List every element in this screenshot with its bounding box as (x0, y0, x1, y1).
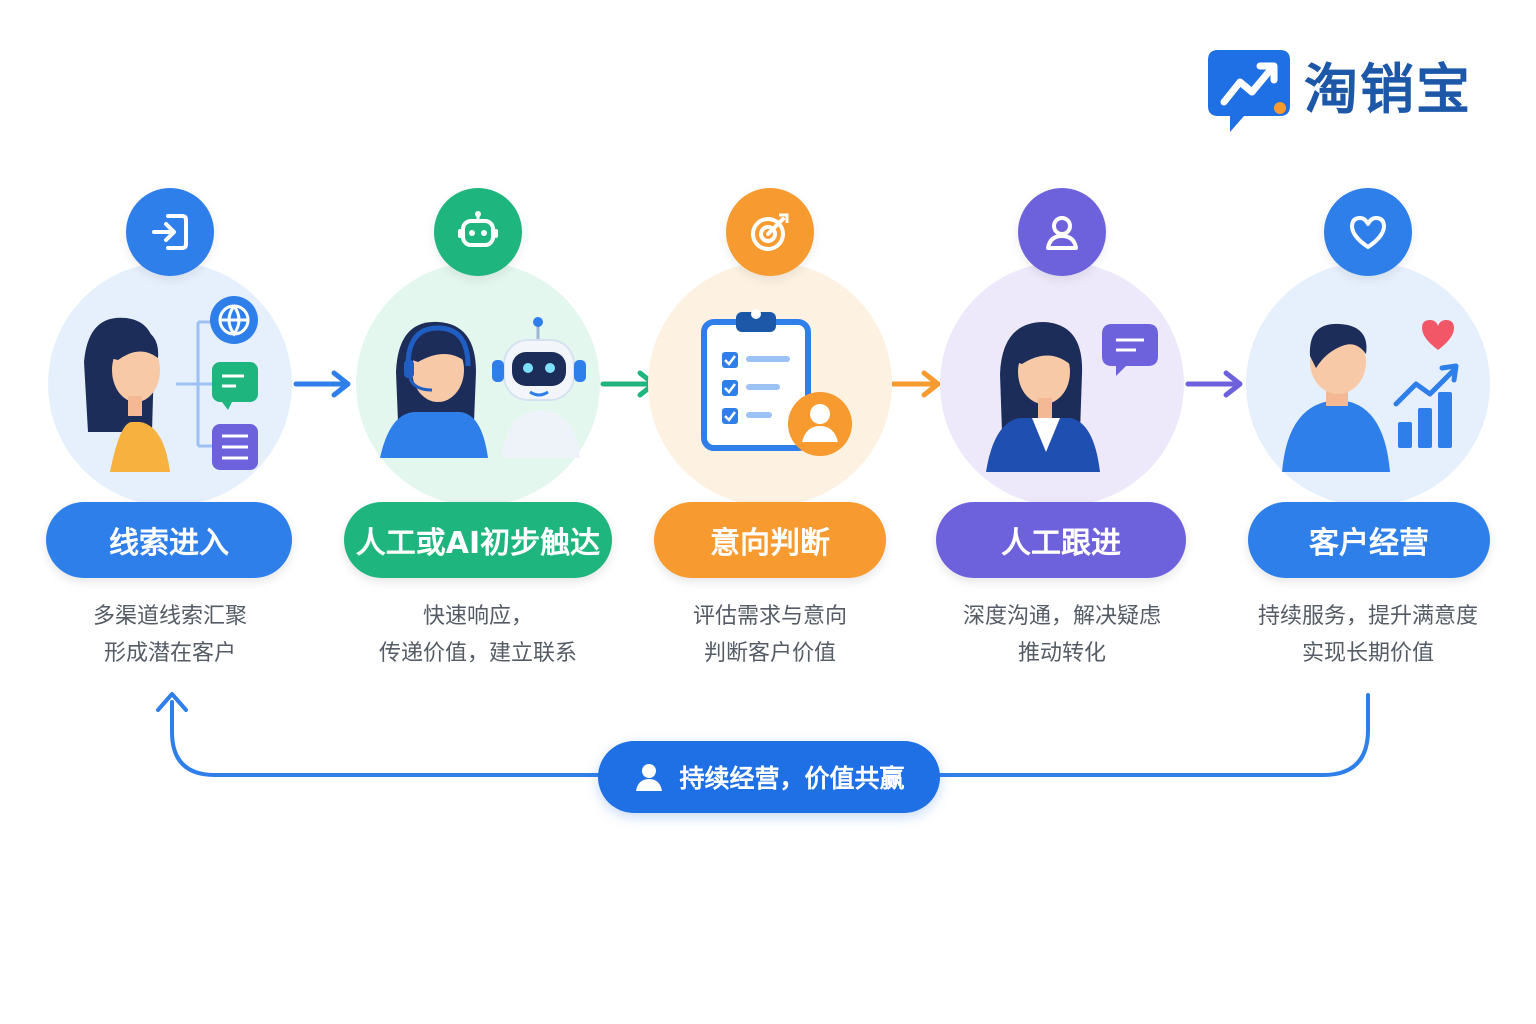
loop-badge: 持续经营，价值共赢 (598, 741, 940, 813)
flow-arrow-1 (293, 370, 351, 398)
consultant-illustration (986, 322, 1158, 472)
stage-halo (1246, 262, 1490, 506)
user-icon (1018, 188, 1106, 276)
clipboard-illustration (701, 309, 852, 456)
stage-title-pill: 意向判断 (654, 502, 886, 578)
loop-label: 持续经营，价值共赢 (679, 764, 905, 793)
stage-title-pill: 人工跟进 (936, 502, 1186, 578)
target-icon (726, 188, 814, 276)
stage-halo (648, 262, 892, 506)
stage-halo (940, 262, 1184, 506)
stage-customer-management: 客户经营 持续服务，提升满意度 实现长期价值 (1218, 0, 1518, 700)
growth-illustration (1282, 320, 1459, 472)
woman-illustration (84, 296, 258, 472)
stage-description: 深度沟通，解决疑虑 推动转化 (962, 604, 1161, 666)
stage-intent-assessment: 意向判断 评估需求与意向 判断客户价值 (620, 0, 920, 700)
stage-title-pill: 线索进入 (46, 502, 292, 578)
robot-icon (434, 188, 522, 276)
brand-name: 淘销宝 (1304, 58, 1472, 121)
stage-halo (48, 262, 292, 506)
user-icon (636, 764, 663, 791)
agent-robot-illustration (380, 317, 586, 458)
stage-title-pill: 客户经营 (1248, 502, 1490, 578)
chart-chat-bubble-icon (1208, 50, 1290, 132)
stage-title-pill: 人工或AI初步触达 (344, 502, 612, 578)
brand-logo: 淘销宝 (1204, 44, 1494, 136)
stage-manual-follow-up: 人工跟进 深度沟通，解决疑虑 推动转化 (912, 0, 1212, 700)
loop-arrowhead (156, 692, 188, 712)
stage-description: 评估需求与意向 判断客户价值 (692, 604, 847, 666)
heart-icon (1324, 188, 1412, 276)
stage-lead-entry: 线索进入 多渠道线索汇聚 形成潜在客户 (20, 0, 320, 700)
stage-description: 多渠道线索汇聚 形成潜在客户 (92, 604, 247, 666)
flow-arrow-4 (1185, 370, 1243, 398)
flow-arrow-3 (885, 370, 941, 398)
login-arrow-icon (126, 188, 214, 276)
stage-description: 持续服务，提升满意度 实现长期价值 (1257, 604, 1478, 666)
stage-initial-contact: 人工或AI初步触达 快速响应， 传递价值，建立联系 (328, 0, 628, 700)
stage-halo (356, 262, 600, 506)
stage-description: 快速响应， 传递价值，建立联系 (378, 604, 577, 666)
